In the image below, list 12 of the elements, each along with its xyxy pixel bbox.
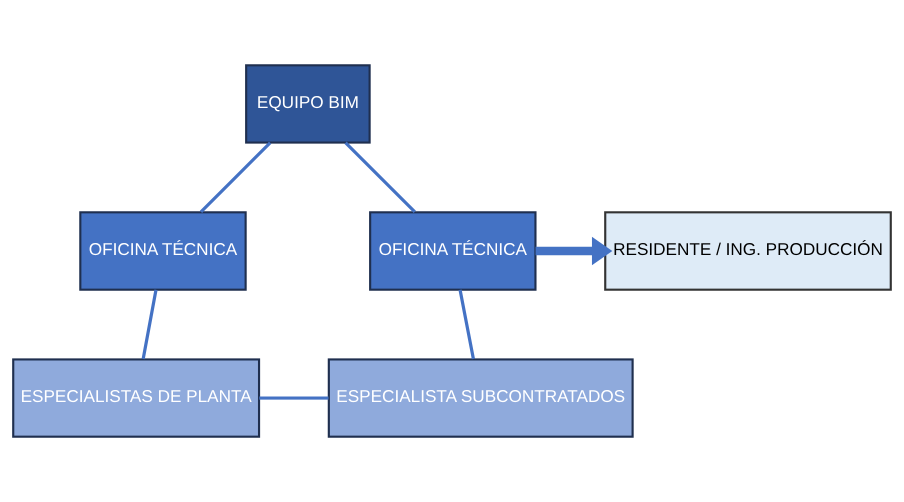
arrow <box>536 236 612 266</box>
connector <box>458 289 475 360</box>
node-box: OFICINA TÉCNICA <box>79 211 247 291</box>
connector <box>344 142 416 214</box>
connector <box>200 142 272 214</box>
node-box: ESPECIALISTA SUBCONTRATADOS <box>328 358 634 438</box>
node-box: OFICINA TÉCNICA <box>369 211 537 291</box>
connector <box>259 396 328 400</box>
connector <box>142 289 158 360</box>
node-box: ESPECIALISTAS DE PLANTA <box>12 358 260 438</box>
node-box: EQUIPO BIM <box>245 64 371 144</box>
node-box: RESIDENTE / ING. PRODUCCIÓN <box>604 211 892 291</box>
